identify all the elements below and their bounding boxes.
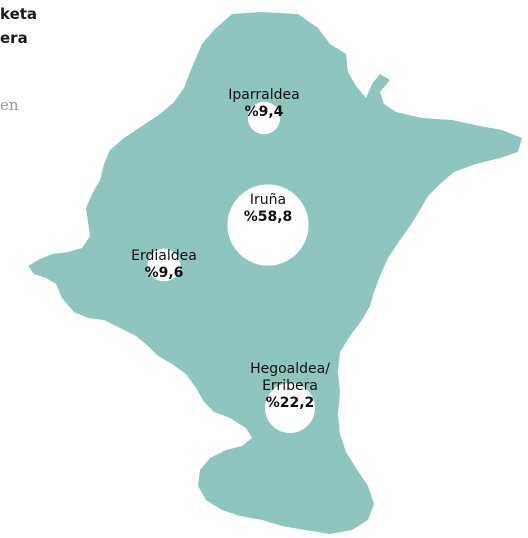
map-title-line-2: era	[0, 29, 28, 47]
region-value-hegoaldea: %22,2	[266, 395, 315, 411]
map-subtitle: en	[0, 96, 19, 114]
region-label-iparraldea: Iparraldea	[228, 87, 299, 103]
region-label-hegoaldea-2: Erribera	[262, 378, 318, 394]
territory-shape	[28, 12, 522, 534]
region-label-iruna: Iruña	[250, 192, 286, 208]
region-label-erdialdea: Erdialdea	[131, 248, 197, 264]
region-value-erdialdea: %9,6	[145, 265, 184, 281]
region-label-hegoaldea-1: Hegoaldea/	[250, 361, 330, 377]
map-title-line-1: keta	[0, 5, 38, 23]
region-bubble-iparraldea	[247, 101, 281, 135]
region-bubble-erdialdea	[147, 248, 181, 282]
region-value-iruna: %58,8	[244, 209, 293, 225]
region-value-iparraldea: %9,4	[245, 104, 284, 120]
region-bubble-iruna	[227, 184, 309, 266]
region-bubble-hegoaldea	[265, 383, 315, 433]
